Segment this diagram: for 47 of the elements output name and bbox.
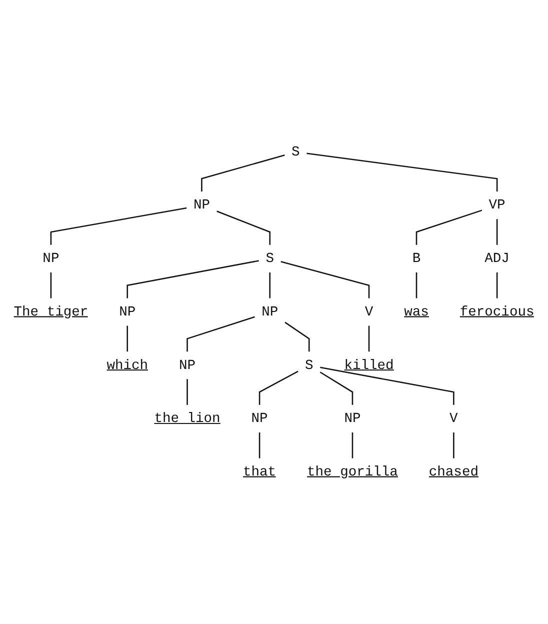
node-text: The tiger <box>14 304 88 320</box>
node-text: NP <box>119 304 136 320</box>
node-text: NP <box>42 250 60 266</box>
node-text: V <box>364 304 374 320</box>
connector <box>416 210 482 245</box>
connector <box>216 210 271 245</box>
connector <box>258 432 260 458</box>
node-text: NP <box>344 410 361 426</box>
connector <box>186 379 188 405</box>
node-text: that <box>243 464 276 480</box>
connector <box>50 207 187 245</box>
node-text: which <box>106 358 148 374</box>
node-text: S <box>266 250 274 266</box>
connector <box>306 152 498 192</box>
connector <box>368 326 370 352</box>
node-text: ADJ <box>484 250 510 266</box>
node-text: NP <box>251 410 268 426</box>
connector <box>496 272 498 298</box>
node-text: B <box>412 250 421 266</box>
connector <box>496 219 498 245</box>
connector <box>320 372 354 405</box>
connector <box>352 432 354 458</box>
connector <box>280 261 370 298</box>
node-text: NP <box>193 198 210 214</box>
connector <box>453 432 454 458</box>
node-text: NP <box>262 304 278 320</box>
connector <box>320 366 454 405</box>
node-text: VP <box>488 198 506 214</box>
node-text: S <box>292 144 300 160</box>
connector <box>416 272 418 298</box>
connector <box>258 370 298 405</box>
connector <box>186 316 255 352</box>
connector <box>50 272 52 298</box>
node-text: V <box>450 410 458 426</box>
connector <box>126 260 259 298</box>
connector <box>201 154 285 192</box>
node-text: ferocious <box>460 304 534 320</box>
connector <box>269 272 271 298</box>
node-text: chased <box>428 464 478 480</box>
node-text: was <box>404 304 429 320</box>
node-text: S <box>304 358 314 374</box>
node-text: the lion <box>154 410 220 426</box>
node-text: NP <box>178 358 196 374</box>
node-text: the gorilla <box>307 464 398 480</box>
connector <box>126 326 128 352</box>
node-text: killed <box>344 358 394 374</box>
connector <box>284 322 310 352</box>
